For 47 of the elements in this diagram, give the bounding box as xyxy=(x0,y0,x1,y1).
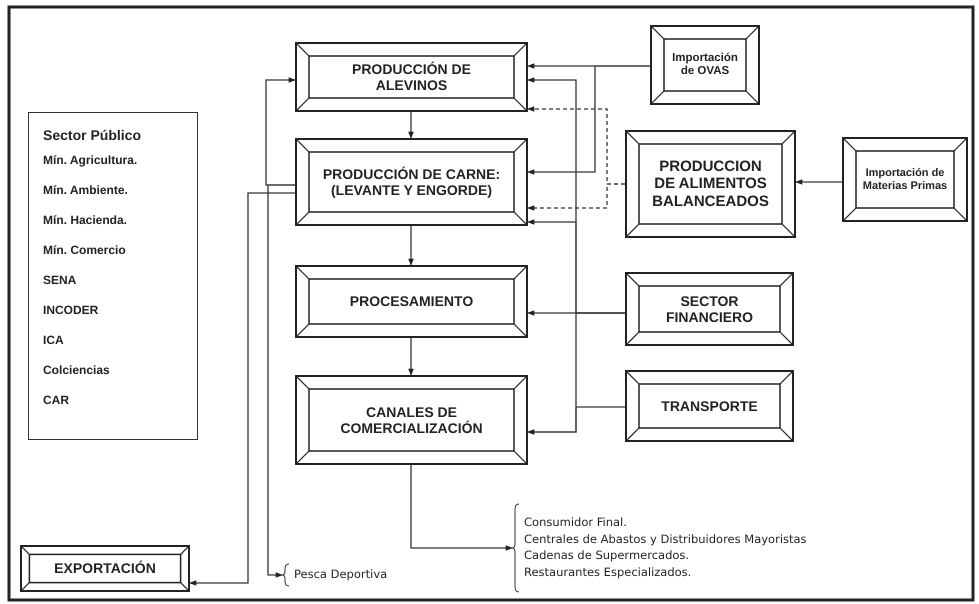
arrow xyxy=(527,65,650,175)
list-item: ICA xyxy=(43,333,64,347)
box-label: PROCESAMIENTO xyxy=(350,293,474,310)
list-text: Pesca Deportiva xyxy=(294,566,388,581)
arrow xyxy=(408,112,414,139)
arrow xyxy=(527,406,625,435)
box-label: PRODUCCIÓN DE CARNE: (LEVANTE Y ENGORDE) xyxy=(322,166,502,198)
list-text: Centrales de Abastos y Distribuidores Mayoristas xyxy=(524,532,807,546)
list-item: Mín. Comercio xyxy=(43,243,126,257)
arrow xyxy=(265,77,296,186)
process-box xyxy=(295,375,528,465)
list-text: Consumidor Final. xyxy=(524,515,627,529)
arrow xyxy=(410,465,513,551)
box-label: Importación de OVAS xyxy=(671,52,739,78)
box-label: EXPORTACIÓN xyxy=(54,560,156,577)
list-item: SENA xyxy=(43,273,76,287)
process-box xyxy=(295,42,528,112)
list-item: Mín. Agricultura. xyxy=(43,153,138,167)
process-box xyxy=(650,25,760,105)
process-box xyxy=(625,130,796,238)
list-item: Mín. Ambiente. xyxy=(43,183,128,197)
arrow xyxy=(795,179,842,185)
panel-heading: Sector Público xyxy=(43,127,142,143)
arrow xyxy=(408,338,414,376)
list-text: Restaurantes Especializados. xyxy=(524,564,692,578)
process-box xyxy=(842,137,968,222)
arrow xyxy=(189,192,295,586)
box-label: Importación de Materias Primas xyxy=(862,166,948,192)
list-item: INCODER xyxy=(43,303,98,317)
process-box xyxy=(625,370,794,442)
box-label: TRANSPORTE xyxy=(661,398,758,414)
list-item: CAR xyxy=(43,393,69,407)
process-box xyxy=(295,265,528,338)
list-item: Mín. Hacienda. xyxy=(43,213,128,227)
box-label: SECTOR FINANCIERO xyxy=(664,292,754,326)
list-panel xyxy=(28,112,198,440)
box-label: CANALES DE COMERCIALIZACIÓN xyxy=(339,404,484,436)
arrow xyxy=(267,184,295,578)
dashed-arrow xyxy=(527,183,625,211)
process-box xyxy=(295,138,528,226)
process-box xyxy=(625,272,794,346)
box-label: PRODUCCIÓN DE ALEVINOS xyxy=(350,60,472,94)
list-item: Colciencias xyxy=(43,363,110,377)
process-box xyxy=(20,545,190,592)
list-text: Cadenas de Supermercados. xyxy=(524,548,690,562)
arrow xyxy=(408,226,414,266)
box-label: PRODUCCION DE ALIMENTOS BALANCEADOS xyxy=(651,158,770,210)
